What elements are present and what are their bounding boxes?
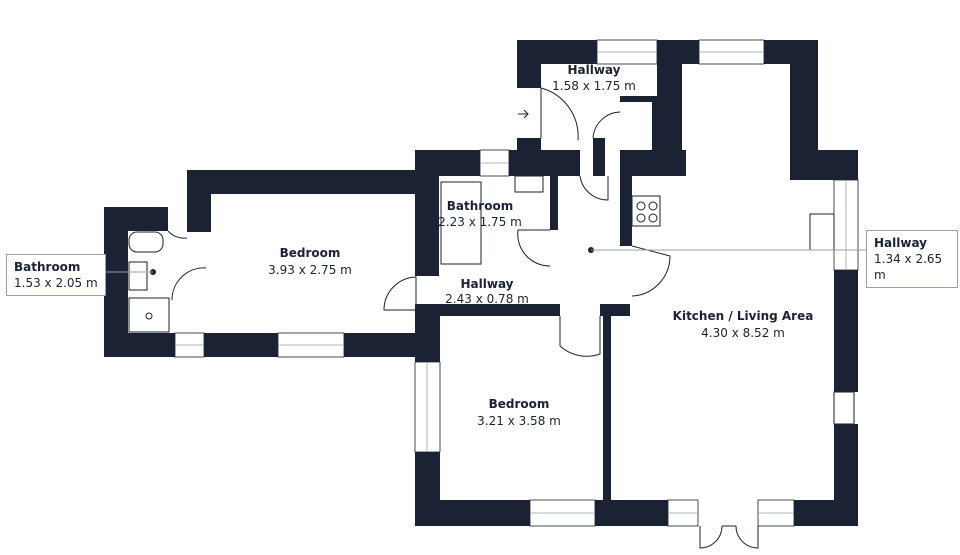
room-dims-center-bathroom: 2.23 x 1.75 m bbox=[438, 215, 522, 229]
room-dims-top-hallway: 1.58 x 1.75 m bbox=[552, 79, 636, 93]
room-name-top-hallway: Hallway bbox=[567, 63, 620, 77]
callout-hallway-dims: 1.34 x 2.65 m bbox=[874, 252, 943, 282]
room-name-kitchen-living: Kitchen / Living Area bbox=[673, 309, 814, 323]
callout-hallway: Hallway 1.34 x 2.65 m bbox=[866, 230, 958, 288]
room-dims-middle-hallway: 2.43 x 0.78 m bbox=[445, 292, 529, 306]
callout-bathroom-name: Bathroom bbox=[14, 260, 81, 274]
fixtures bbox=[96, 175, 866, 425]
room-name-middle-hallway: Hallway bbox=[460, 277, 513, 291]
room-dims-bedroom-2: 3.21 x 3.58 m bbox=[477, 414, 561, 428]
callout-bathroom: Bathroom 1.53 x 2.05 m bbox=[6, 254, 106, 296]
callout-hallway-name: Hallway bbox=[874, 236, 928, 250]
windows bbox=[174, 39, 859, 527]
room-dims-bedroom-1: 3.93 x 2.75 m bbox=[268, 263, 352, 277]
room-name-center-bathroom: Bathroom bbox=[447, 199, 513, 213]
doors bbox=[167, 87, 759, 549]
walls bbox=[104, 40, 858, 526]
room-name-bedroom-2: Bedroom bbox=[489, 397, 550, 411]
room-dims-kitchen-living: 4.30 x 8.52 m bbox=[701, 326, 785, 340]
callout-bathroom-dims: 1.53 x 2.05 m bbox=[14, 276, 98, 290]
room-name-bedroom-1: Bedroom bbox=[280, 246, 341, 260]
room-labels: Hallway 1.58 x 1.75 m Bathroom 2.23 x 1.… bbox=[268, 63, 813, 428]
